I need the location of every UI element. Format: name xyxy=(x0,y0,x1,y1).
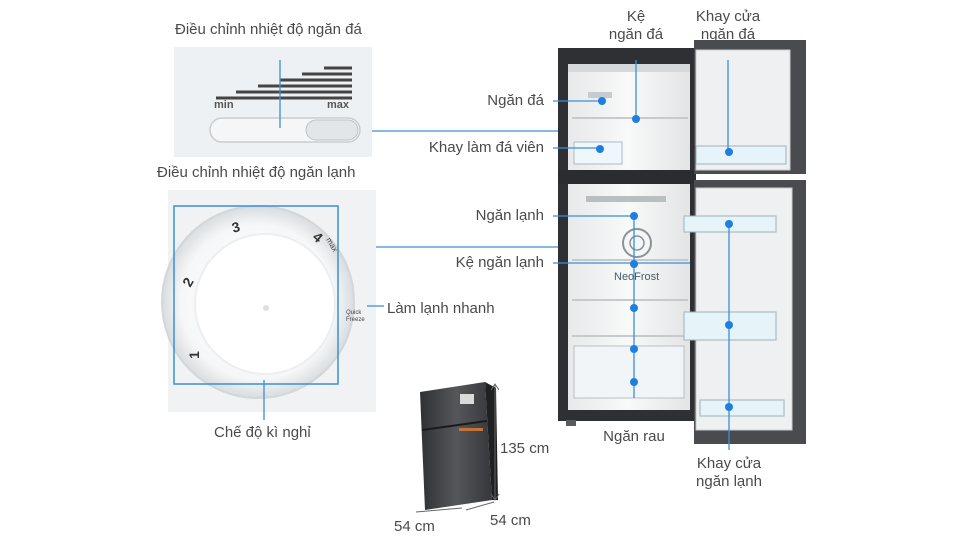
fridge-dial-knob[interactable] xyxy=(194,233,336,375)
label-freezer: Ngăn đá xyxy=(487,92,544,109)
fridge-dial-panel xyxy=(161,190,376,412)
dimension-width: 54 cm xyxy=(394,518,435,535)
dial-highlight-frame xyxy=(173,205,339,385)
label-fridge-door-tray: Khay cửa ngăn lạnh xyxy=(696,455,762,490)
freezer-slider-knob[interactable] xyxy=(305,119,359,141)
label-fridge-shelf: Kệ ngăn lạnh xyxy=(455,254,544,271)
label-freezer-dial: Điều chỉnh nhiệt độ ngăn đá xyxy=(175,21,362,38)
marker-dots xyxy=(596,97,733,411)
dimension-depth: 54 cm xyxy=(490,512,531,529)
dial-number-1: 1 xyxy=(185,351,202,359)
label-freezer-shelf: Kệ ngăn đá xyxy=(608,8,664,43)
slider-max-label: max xyxy=(327,99,350,111)
dimension-height: 135 cm xyxy=(500,440,550,457)
dimension-lines xyxy=(415,383,500,513)
neofrost-logo: NeoFrost xyxy=(614,271,660,283)
label-fridge: Ngăn lạnh xyxy=(475,207,544,224)
slider-min-label: min xyxy=(214,99,234,111)
freezer-dial-panel xyxy=(174,47,372,157)
fridge-closed-illustration xyxy=(420,382,498,510)
label-quick-freeze: Làm lạnh nhanh xyxy=(387,300,495,317)
label-holiday-mode: Chế độ kì nghỉ xyxy=(214,424,311,441)
label-veg-drawer: Ngăn rau xyxy=(603,428,665,445)
label-ice-tray: Khay làm đá viên xyxy=(428,139,544,156)
temperature-level-bars xyxy=(216,66,352,100)
connector-lines-fridge xyxy=(553,60,730,450)
dial-quick-freeze-text: Quick Freeze xyxy=(346,310,365,323)
label-fridge-dial: Điều chỉnh nhiệt độ ngăn lạnh xyxy=(157,164,356,181)
label-freezer-door-tray: Khay cửa ngăn đá xyxy=(695,8,761,43)
fridge-open-illustration xyxy=(558,40,806,444)
